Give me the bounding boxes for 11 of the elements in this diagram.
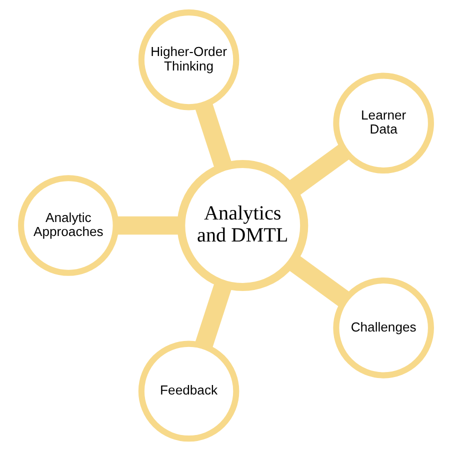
- connector: [194, 102, 232, 170]
- node-circle: Learner Data: [333, 72, 434, 174]
- connector: [287, 144, 350, 196]
- connector: [194, 282, 232, 349]
- node-circle: Analytic Approaches: [18, 175, 119, 276]
- connector: [287, 254, 350, 308]
- node-circle: Feedback: [138, 340, 240, 442]
- connector: [116, 216, 181, 235]
- node-circle: Challenges: [333, 278, 434, 378]
- node-circle: Analytics and DMTL: [177, 160, 308, 292]
- node-circle: Higher-Order Thinking: [138, 9, 240, 110]
